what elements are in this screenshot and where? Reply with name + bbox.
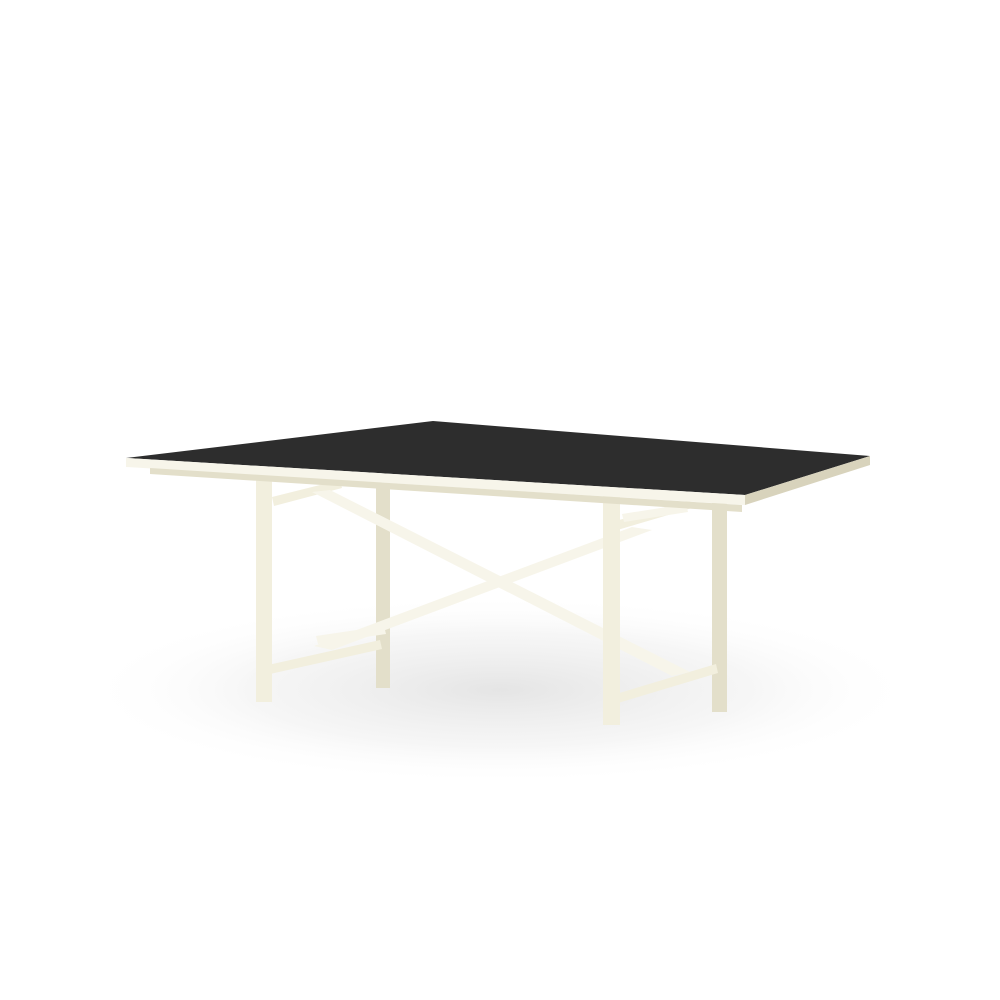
back-left-leg — [376, 483, 390, 688]
front-right-leg — [603, 492, 620, 725]
tabletop-front-edge — [126, 458, 745, 505]
tabletop — [126, 421, 870, 512]
tabletop-surface — [126, 421, 870, 495]
left-upper-side-rail — [272, 480, 342, 506]
cross-brace-b — [314, 527, 652, 650]
right-lower-side-rail — [616, 664, 718, 703]
front-legs — [256, 472, 620, 725]
floor-shadow — [80, 595, 920, 785]
cross-braces — [312, 490, 690, 676]
tabletop-apron — [150, 468, 742, 512]
back-legs — [376, 483, 727, 712]
brace-foot-right — [622, 504, 688, 522]
back-right-leg — [712, 502, 727, 712]
brace-foot-left — [316, 626, 386, 644]
front-left-leg — [256, 472, 272, 702]
tabletop-side-edge — [745, 456, 870, 505]
left-lower-side-rail — [268, 640, 382, 674]
